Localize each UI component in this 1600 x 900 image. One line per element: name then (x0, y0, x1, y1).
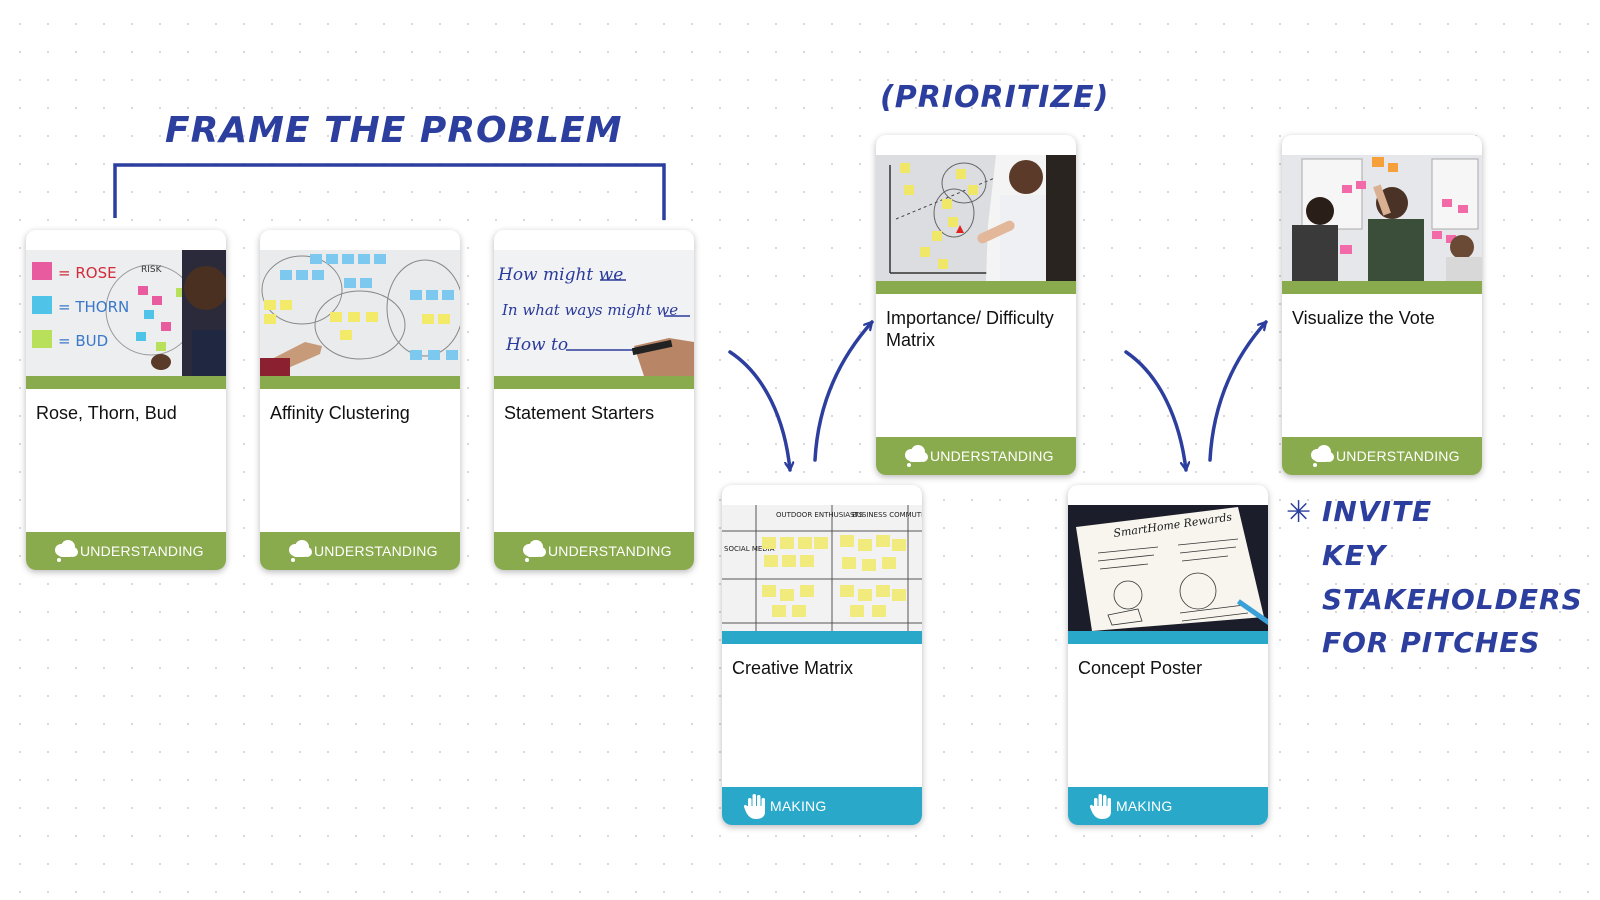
statement-starters-photo: How might we In what ways might we How t… (494, 250, 694, 376)
card-importance-difficulty-matrix[interactable]: Importance/ Difficulty Matrix UNDERSTAND… (876, 135, 1076, 475)
invite-line-3: STAKEHOLDERS (1322, 583, 1583, 616)
card-title: Importance/ Difficulty Matrix (886, 308, 1054, 350)
card-category-label: UNDERSTANDING (314, 543, 438, 559)
rose-thorn-bud-photo: = ROSE = THORN = BUD RISK (26, 250, 226, 376)
card-category-label: MAKING (1116, 798, 1173, 814)
visualize-vote-photo (1282, 155, 1482, 281)
svg-text:= BUD: = BUD (58, 332, 108, 350)
thought-bubble-icon (903, 444, 929, 468)
concept-poster-photo: SmartHome Rewards (1068, 505, 1268, 631)
frame-the-problem-annotation: FRAME THE PROBLEM (165, 110, 623, 151)
card-strip (722, 631, 922, 644)
card-category-footer: MAKING (722, 787, 922, 825)
thought-bubble-icon (521, 539, 547, 563)
svg-text:BUSINESS COMMUTERS: BUSINESS COMMUTERS (852, 511, 922, 519)
svg-text:How might we: How might we (497, 265, 623, 285)
card-strip (260, 376, 460, 389)
card-title: Affinity Clustering (270, 403, 410, 423)
svg-text:SOCIAL MEDIA: SOCIAL MEDIA (724, 545, 775, 553)
card-title: Visualize the Vote (1292, 308, 1435, 328)
svg-text:OUTDOOR ENTHUSIASTS: OUTDOOR ENTHUSIASTS (776, 511, 864, 519)
card-visualize-the-vote[interactable]: Visualize the Vote UNDERSTANDING (1282, 135, 1482, 475)
card-category-label: UNDERSTANDING (930, 448, 1054, 464)
arrow-to-visualize-vote (1208, 320, 1268, 462)
affinity-clustering-photo (260, 250, 460, 376)
svg-text:RISK: RISK (141, 265, 163, 275)
card-title: Rose, Thorn, Bud (36, 403, 177, 423)
thought-bubble-icon (287, 539, 313, 563)
card-category-label: UNDERSTANDING (80, 543, 204, 559)
arrow-to-importance-matrix (813, 320, 874, 462)
arrow-to-concept-poster (1124, 350, 1186, 472)
card-creative-matrix[interactable]: SOCIAL MEDIA OUTDOOR ENTHUSIASTS BUSINES… (722, 485, 922, 825)
hand-icon (1089, 792, 1115, 820)
card-category-footer: UNDERSTANDING (1282, 437, 1482, 475)
card-strip (1068, 631, 1268, 644)
invite-line-4: FOR PITCHES (1322, 626, 1541, 659)
card-category-footer: UNDERSTANDING (26, 532, 226, 570)
card-strip (876, 281, 1076, 294)
card-category-label: UNDERSTANDING (1336, 448, 1460, 464)
svg-text:= ROSE: = ROSE (58, 264, 117, 282)
creative-matrix-photo: SOCIAL MEDIA OUTDOOR ENTHUSIASTS BUSINES… (722, 505, 922, 631)
card-affinity-clustering[interactable]: Affinity Clustering UNDERSTANDING (260, 230, 460, 570)
thought-bubble-icon (1309, 444, 1335, 468)
card-category-footer: UNDERSTANDING (876, 437, 1076, 475)
svg-text:In what ways might we: In what ways might we (501, 301, 678, 319)
card-category-label: MAKING (770, 798, 827, 814)
arrow-to-creative-matrix (728, 350, 790, 472)
svg-text:= THORN: = THORN (58, 298, 129, 316)
invite-line-1: INVITE (1322, 495, 1433, 528)
card-concept-poster[interactable]: SmartHome Rewards Concept Poster MAKING (1068, 485, 1268, 825)
hand-icon (743, 792, 769, 820)
thought-bubble-icon (53, 539, 79, 563)
card-category-footer: UNDERSTANDING (260, 532, 460, 570)
card-title: Statement Starters (504, 403, 655, 423)
invite-line-2: KEY (1322, 539, 1387, 572)
card-rose-thorn-bud[interactable]: = ROSE = THORN = BUD RISK Rose, Thorn, B… (26, 230, 226, 570)
card-category-footer: UNDERSTANDING (494, 532, 694, 570)
card-strip (494, 376, 694, 389)
card-title: Concept Poster (1078, 658, 1203, 678)
card-strip (26, 376, 226, 389)
frame-bracket (113, 163, 666, 220)
asterisk-icon: ✳ (1286, 495, 1313, 530)
card-category-label: UNDERSTANDING (548, 543, 672, 559)
card-category-footer: MAKING (1068, 787, 1268, 825)
importance-matrix-photo (876, 155, 1076, 281)
card-title: Creative Matrix (732, 658, 854, 678)
card-strip (1282, 281, 1482, 294)
prioritize-annotation: (PRIORITIZE) (880, 80, 1110, 115)
svg-text:How to: How to (505, 335, 568, 355)
card-statement-starters[interactable]: How might we In what ways might we How t… (494, 230, 694, 570)
